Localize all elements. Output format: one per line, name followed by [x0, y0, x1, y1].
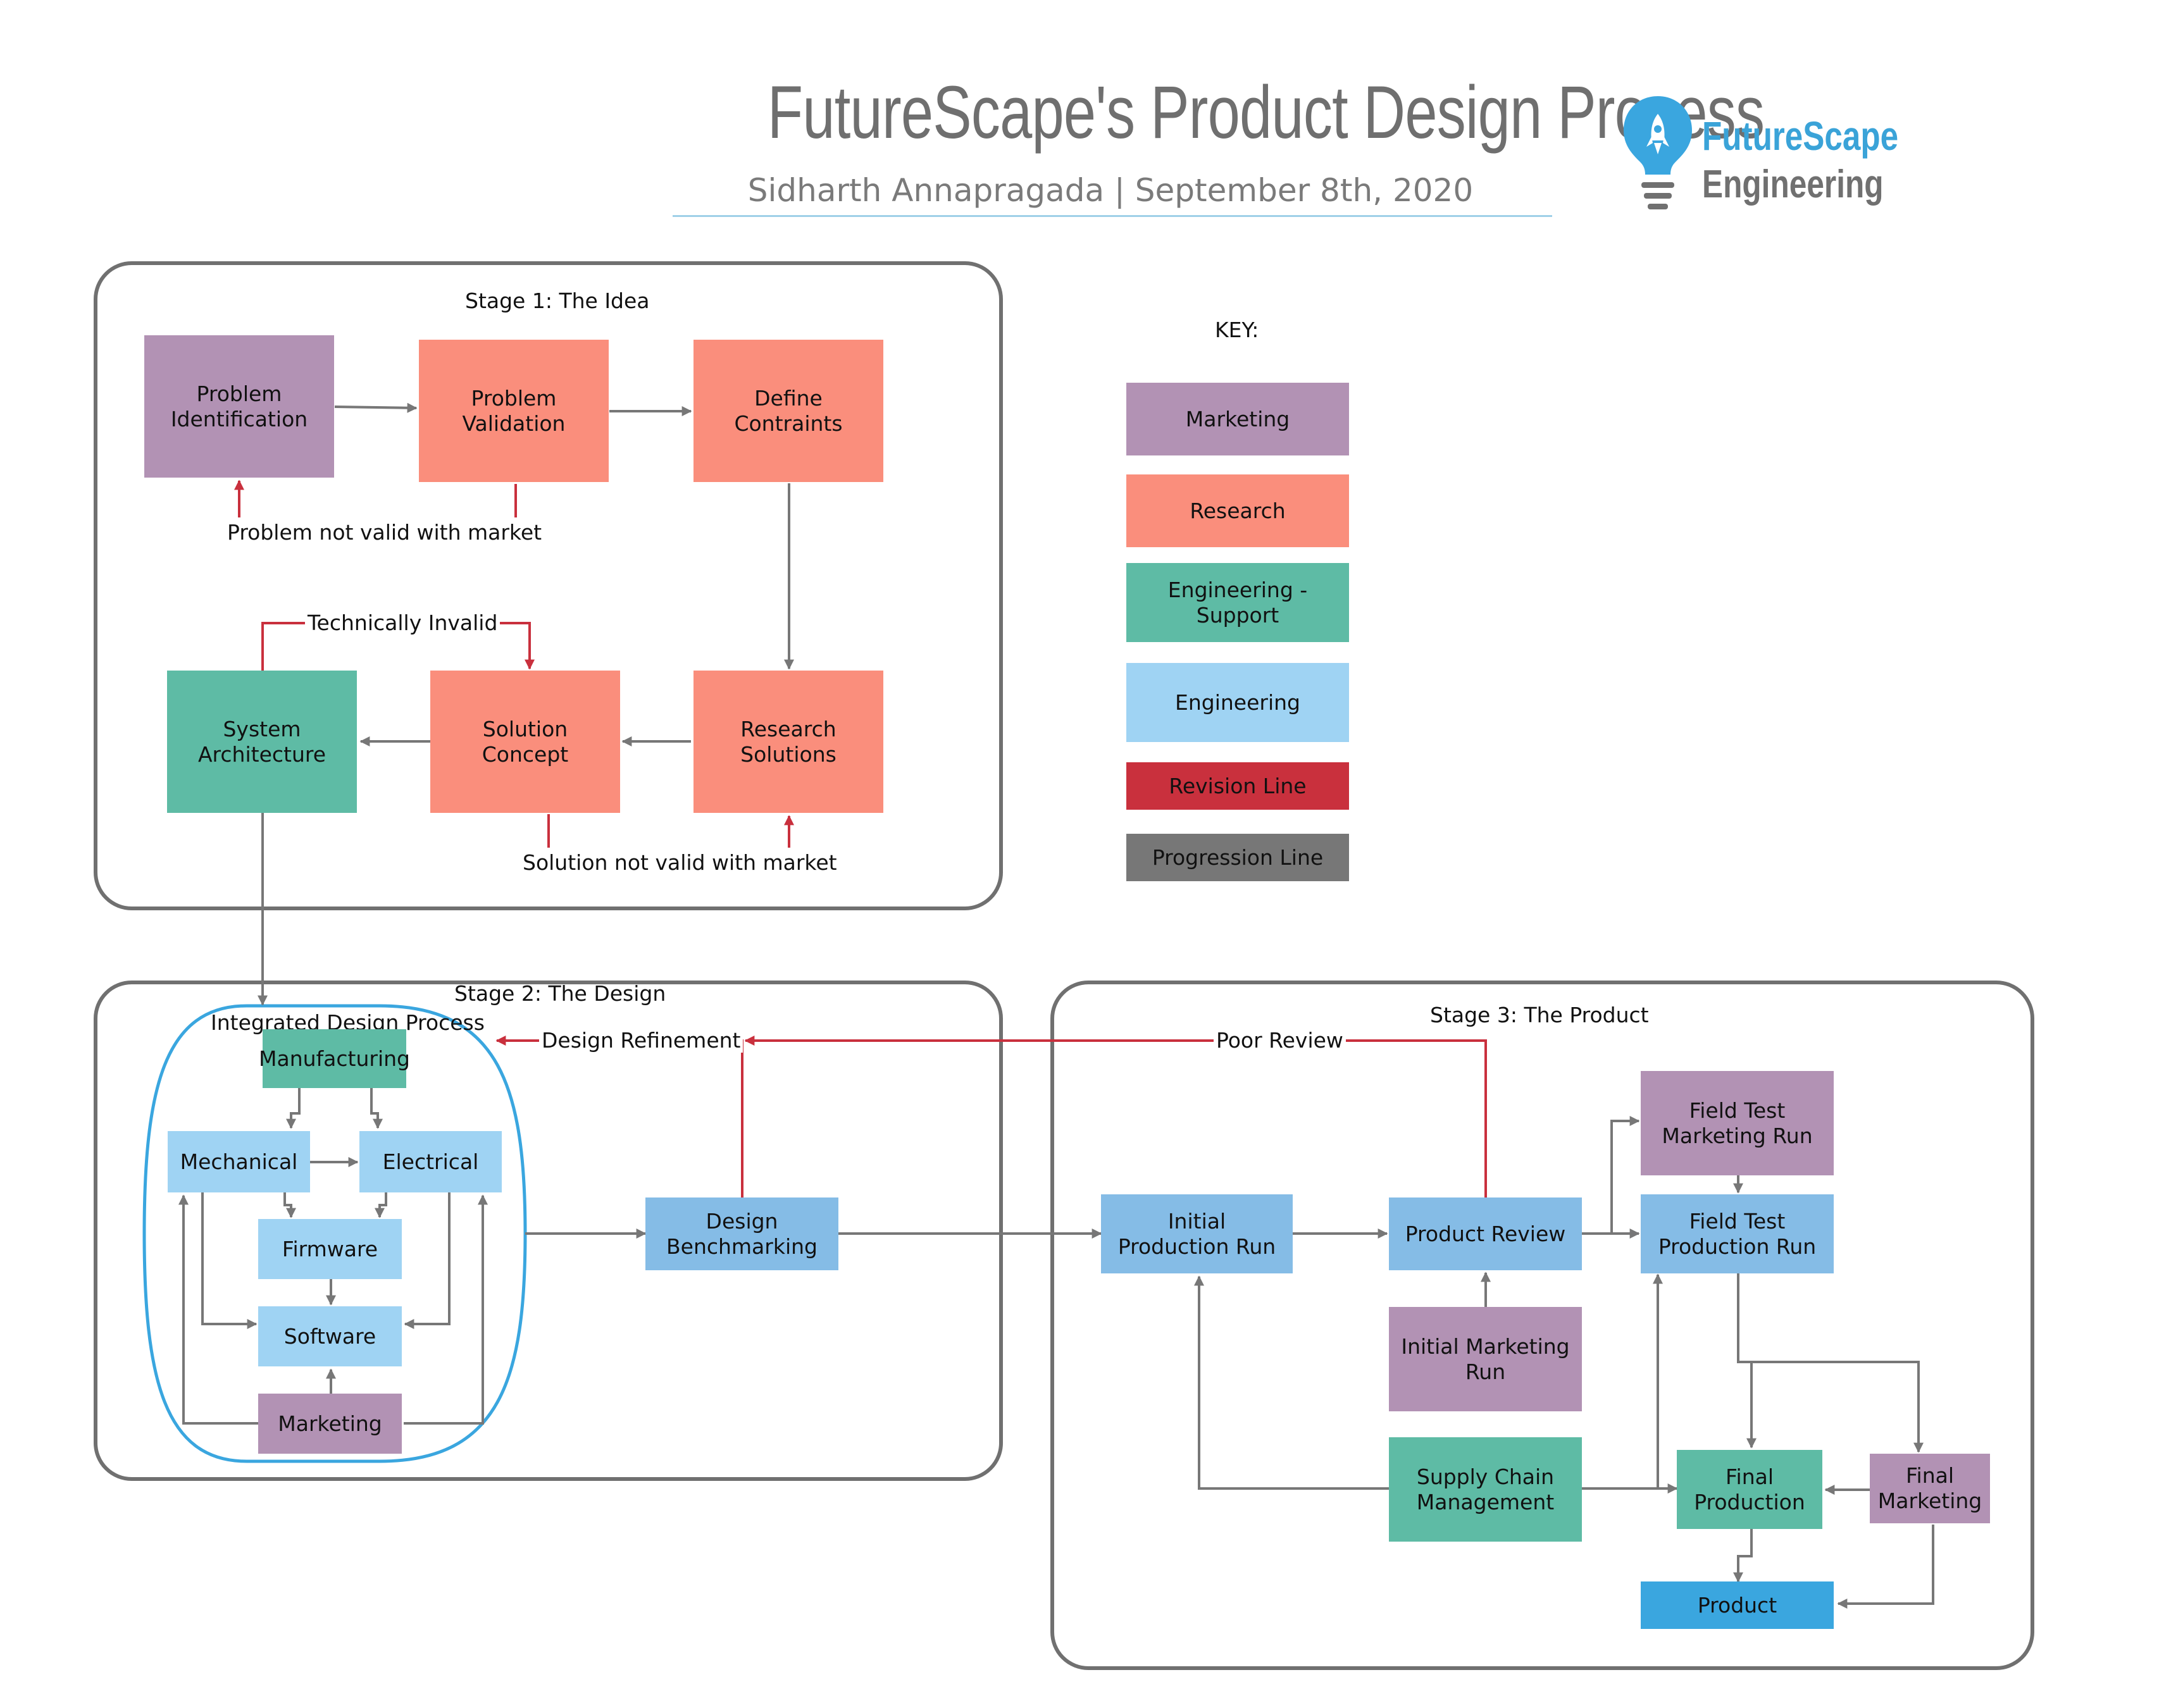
- node-mechanical[interactable]: Mechanical: [168, 1131, 310, 1192]
- label-poor-review: Poor Review: [1214, 1028, 1346, 1053]
- node-manufacturing[interactable]: Manufacturing: [259, 1029, 410, 1088]
- integrated-design-outline: [142, 1004, 527, 1463]
- node-electrical[interactable]: Electrical: [359, 1131, 502, 1192]
- node-problem-validation[interactable]: Problem Validation: [419, 340, 609, 482]
- edge-ftp-fm: [1751, 1361, 1924, 1453]
- edge-pr-ftm: [1582, 1116, 1640, 1235]
- edge-mfg-mech: [286, 1088, 301, 1129]
- edge-ftp-fp: [1737, 1273, 1757, 1449]
- label-problem-not-valid: Problem not valid with market: [225, 520, 545, 545]
- edge-mech-fw: [283, 1192, 296, 1218]
- edge-rev-poor-review: [744, 1036, 1487, 1199]
- stage2-label: Stage 2: The Design: [454, 981, 666, 1006]
- key-research: Research: [1126, 474, 1349, 547]
- key-progression-line: Progression Line: [1126, 834, 1349, 881]
- key-title: KEY:: [1215, 318, 1259, 342]
- node-product-review[interactable]: Product Review: [1389, 1197, 1582, 1270]
- stage2-frame: [94, 981, 1003, 1481]
- node-supply-chain-management[interactable]: Supply Chain Management: [1389, 1437, 1582, 1542]
- node-define-constraints[interactable]: Define Contraints: [693, 340, 883, 482]
- node-field-test-marketing-run[interactable]: Field Test Marketing Run: [1641, 1071, 1834, 1175]
- node-problem-identification[interactable]: Problem Identification: [144, 335, 334, 478]
- stage3-frame: [1050, 981, 2034, 1670]
- node-field-test-production-run[interactable]: Field Test Production Run: [1641, 1194, 1834, 1273]
- node-software[interactable]: Software: [258, 1306, 402, 1366]
- label-design-refinement: Design Refinement: [539, 1028, 743, 1053]
- edge-elec-fw: [375, 1192, 387, 1218]
- edge-fm-product: [1837, 1525, 1934, 1609]
- edge-scm-ipr: [1194, 1275, 1389, 1490]
- node-research-solutions[interactable]: Research Solutions: [693, 671, 883, 813]
- edge-pi-pv: [334, 402, 418, 413]
- key-engineering: Engineering: [1126, 663, 1349, 742]
- node-marketing[interactable]: Marketing: [258, 1394, 402, 1454]
- node-product[interactable]: Product: [1641, 1581, 1834, 1629]
- node-design-benchmarking[interactable]: Design Benchmarking: [645, 1197, 838, 1270]
- node-final-marketing[interactable]: Final Marketing: [1870, 1454, 1990, 1523]
- stage1-label: Stage 1: The Idea: [465, 288, 650, 313]
- edge-mfg-elec: [370, 1088, 383, 1129]
- title-underline: [673, 215, 1552, 217]
- key-marketing: Marketing: [1126, 383, 1349, 455]
- node-initial-production-run[interactable]: Initial Production Run: [1101, 1194, 1293, 1273]
- stage1-frame: [94, 261, 1003, 910]
- node-final-production[interactable]: Final Production: [1677, 1450, 1822, 1529]
- node-firmware[interactable]: Firmware: [258, 1219, 402, 1279]
- edge-mech-sw: [201, 1192, 258, 1329]
- key-revision-line: Revision Line: [1126, 762, 1349, 810]
- brand-subname: Engineering: [1702, 163, 1884, 206]
- node-system-architecture[interactable]: System Architecture: [167, 671, 357, 813]
- label-technically-invalid: Technically Invalid: [305, 610, 501, 635]
- brand-name: FutureScape: [1702, 113, 1899, 159]
- edge-mkt-elec: [404, 1194, 488, 1425]
- node-initial-marketing-run[interactable]: Initial Marketing Run: [1389, 1307, 1582, 1411]
- edge-elec-sw: [404, 1192, 451, 1329]
- page-subtitle: Sidharth Annapragada | September 8th, 20…: [747, 172, 1474, 209]
- stage3-label: Stage 3: The Product: [1430, 1003, 1649, 1027]
- key-engineering-support: Engineering - Support: [1126, 563, 1349, 642]
- label-solution-not-valid: Solution not valid with market: [520, 850, 840, 875]
- lightbulb-rocket-icon: [1624, 96, 1692, 209]
- node-solution-concept[interactable]: Solution Concept: [430, 671, 620, 813]
- edge-mkt-mech: [178, 1194, 259, 1425]
- edge-fp-product: [1733, 1528, 1753, 1583]
- edge-rev-design-refinement: [495, 1036, 743, 1199]
